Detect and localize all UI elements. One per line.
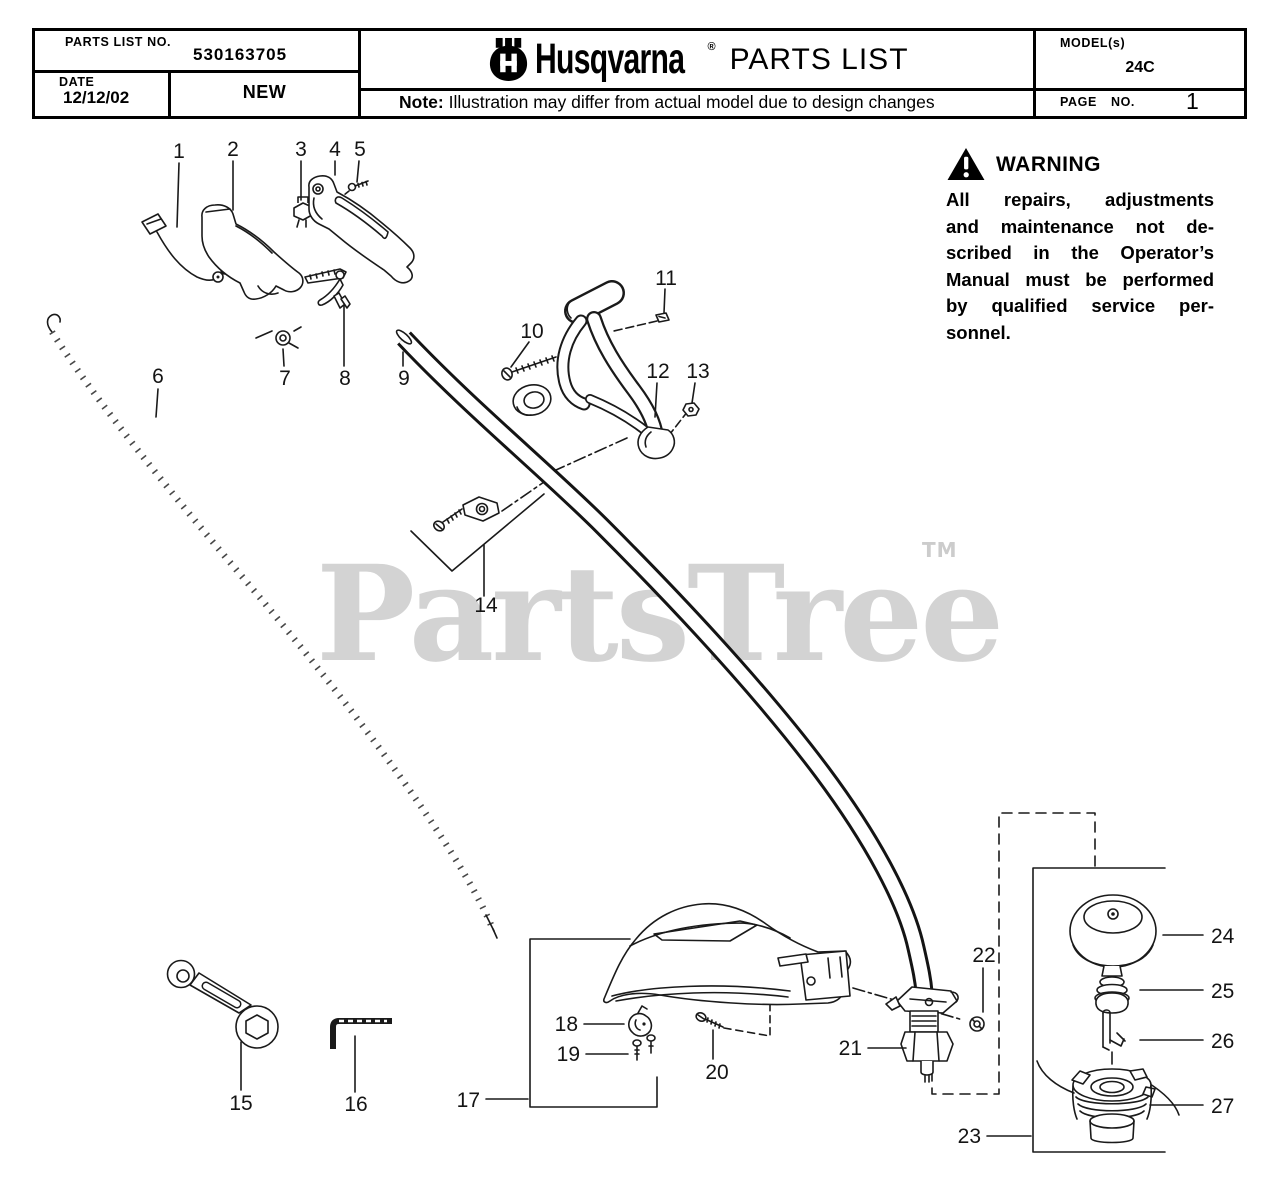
part-17-shield bbox=[529, 902, 852, 1108]
doc-title: PARTS LIST bbox=[729, 42, 909, 76]
watermark: PartsTree bbox=[316, 537, 1004, 692]
callout-11: 11 bbox=[655, 267, 677, 290]
callout-4: 4 bbox=[329, 138, 341, 161]
brand-cell: Husqvarna ® PARTS LIST bbox=[361, 31, 1036, 91]
date-label: DATE bbox=[59, 75, 95, 89]
date-value: 12/12/02 bbox=[63, 88, 130, 107]
header-table: PARTS LIST NO. 530163705 DATE 12/12/02 N… bbox=[32, 28, 1247, 119]
callout-24: 24 bbox=[1211, 925, 1235, 948]
callout-22: 22 bbox=[972, 944, 995, 967]
models-label: MODEL(s) bbox=[1060, 36, 1126, 50]
part-20-screw bbox=[695, 1012, 724, 1029]
part-15-wrench bbox=[166, 959, 279, 1049]
parts-list-no-label: PARTS LIST NO. bbox=[65, 35, 172, 49]
part-26-clip bbox=[1102, 1009, 1126, 1051]
note-label: Note: bbox=[399, 92, 444, 112]
callout-7: 7 bbox=[279, 367, 291, 390]
callout-3: 3 bbox=[295, 138, 307, 161]
callout-9: 9 bbox=[398, 367, 410, 390]
callout-10: 10 bbox=[520, 320, 543, 343]
callout-numbers: 1 2 3 4 5 6 7 8 9 10 11 12 13 14 15 16 1… bbox=[152, 138, 1235, 1148]
part-27-spool bbox=[1036, 1051, 1180, 1144]
callout-1: 1 bbox=[173, 140, 185, 163]
callout-12: 12 bbox=[646, 360, 669, 383]
callout-21: 21 bbox=[839, 1037, 862, 1060]
callout-13: 13 bbox=[686, 360, 709, 383]
callout-27: 27 bbox=[1211, 1095, 1234, 1118]
part-14-cable-clamp bbox=[410, 493, 545, 572]
part-22-nut bbox=[969, 1016, 985, 1032]
page-number: 1 bbox=[1186, 88, 1199, 114]
callout-15: 15 bbox=[229, 1092, 252, 1115]
model-value: 24C bbox=[1125, 59, 1155, 76]
callout-17: 17 bbox=[457, 1089, 480, 1112]
callout-14: 14 bbox=[474, 594, 498, 617]
part-2-handle-half bbox=[201, 204, 304, 300]
callout-25: 25 bbox=[1211, 980, 1234, 1003]
note-text: Illustration may differ from actual mode… bbox=[443, 92, 935, 112]
revision-cell: NEW bbox=[171, 73, 361, 116]
callout-5: 5 bbox=[354, 138, 366, 161]
callout-18: 18 bbox=[555, 1013, 578, 1036]
parts-list-no-value: 530163705 bbox=[193, 45, 288, 64]
warning-text: All repairs, adjustments and maintenance… bbox=[946, 189, 1214, 343]
part-6-flex-driveshaft bbox=[46, 313, 498, 939]
callout-19: 19 bbox=[557, 1043, 580, 1066]
note-line: Note: Illustration may differ from actua… bbox=[361, 91, 1033, 114]
part-5-screw bbox=[347, 180, 369, 192]
part-4-handle-bracket bbox=[308, 175, 415, 284]
part-18-blade bbox=[628, 1005, 653, 1037]
brand-lockup: Husqvarna ® PARTS LIST bbox=[485, 35, 908, 84]
part-12-j-handle-bracket bbox=[556, 280, 676, 460]
page-label: PAGE NO. bbox=[1060, 95, 1135, 109]
part-9-shaft-tube bbox=[395, 329, 934, 993]
page-cell: PAGE NO. 1 bbox=[1036, 88, 1244, 116]
part-7-spring bbox=[255, 326, 302, 349]
callout-23: 23 bbox=[958, 1125, 981, 1148]
shaft-clamp bbox=[885, 986, 959, 1014]
part-8-throttle-trigger bbox=[304, 268, 351, 309]
part-25-spring bbox=[1094, 976, 1130, 1014]
callout-16: 16 bbox=[344, 1093, 367, 1116]
part-19-screws bbox=[632, 1034, 656, 1061]
leader-lines bbox=[155, 160, 1204, 1137]
part-24-head-cover bbox=[1069, 894, 1157, 977]
revision-value: NEW bbox=[242, 82, 287, 102]
callout-26: 26 bbox=[1211, 1030, 1234, 1053]
callout-20: 20 bbox=[705, 1061, 728, 1084]
warning-triangle-icon bbox=[947, 147, 985, 181]
part-10-bolt bbox=[501, 355, 557, 381]
part-3-switch bbox=[293, 196, 313, 228]
model-cell: MODEL(s) 24C bbox=[1036, 31, 1244, 91]
part-11-nut bbox=[655, 312, 670, 323]
warning-header: WARNING bbox=[946, 147, 1214, 182]
callout-2: 2 bbox=[227, 138, 239, 161]
warning-title: WARNING bbox=[996, 152, 1101, 176]
date-cell: DATE 12/12/02 bbox=[35, 73, 171, 116]
shaft-bushing bbox=[512, 384, 552, 416]
brand-name: Husqvarna bbox=[535, 35, 685, 83]
husqvarna-crown-logo-icon bbox=[490, 37, 528, 82]
parts-list-no-cell: PARTS LIST NO. 530163705 bbox=[35, 31, 361, 73]
warning-block: WARNING All repairs, adjustments and mai… bbox=[946, 147, 1214, 346]
note-cell: Note: Illustration may differ from actua… bbox=[361, 91, 1036, 116]
part-16-hex-key bbox=[330, 1018, 392, 1049]
callout-8: 8 bbox=[339, 367, 351, 390]
part-21-hex-nut bbox=[900, 1010, 954, 1083]
watermark-tm: TM bbox=[922, 538, 958, 562]
registered-trademark-symbol: ® bbox=[707, 40, 716, 53]
part-1-wire bbox=[141, 213, 230, 283]
part-13-nut bbox=[682, 402, 700, 417]
callout-6: 6 bbox=[152, 365, 164, 388]
